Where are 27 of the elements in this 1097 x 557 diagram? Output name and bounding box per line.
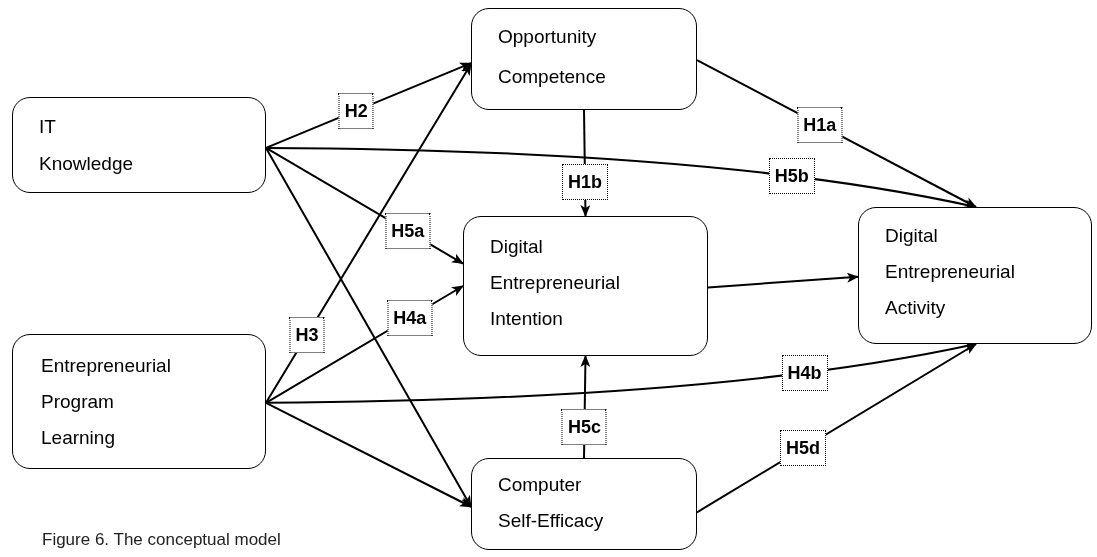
edge-label: H5b [768, 158, 815, 195]
arrow [265, 146, 472, 508]
arrow [707, 272, 859, 289]
node-label: Digital Entrepreneurial Intention [490, 235, 621, 331]
rounded-box [12, 334, 266, 469]
edge-label: H3 [289, 317, 325, 354]
edge-label: H4a [387, 299, 433, 336]
edge-label: H5c [561, 409, 607, 446]
edge-label: H4b [781, 354, 828, 391]
node-label: Opportunity Competence [498, 25, 607, 89]
rounded-box [471, 8, 697, 110]
edge-label: H1b [562, 164, 608, 201]
node-label: Computer Self-Efficacy [498, 473, 605, 533]
caption: Figure 6. The conceptual model [42, 530, 281, 550]
arrow [265, 401, 472, 508]
edge-label: H1a [797, 106, 843, 143]
rounded-box [858, 207, 1092, 344]
edge-label: H5a [385, 213, 431, 250]
node-label: Digital Entrepreneurial Activity [885, 224, 1016, 320]
edge-label: H5d [780, 430, 826, 467]
edge-label: H2 [338, 92, 374, 129]
arrow [265, 63, 472, 404]
rounded-box [463, 216, 708, 356]
node-label: Entrepreneurial Program Learning [41, 354, 172, 450]
rounded-box [12, 97, 266, 193]
node-label: IT Knowledge [39, 115, 135, 176]
rounded-box [471, 458, 697, 550]
